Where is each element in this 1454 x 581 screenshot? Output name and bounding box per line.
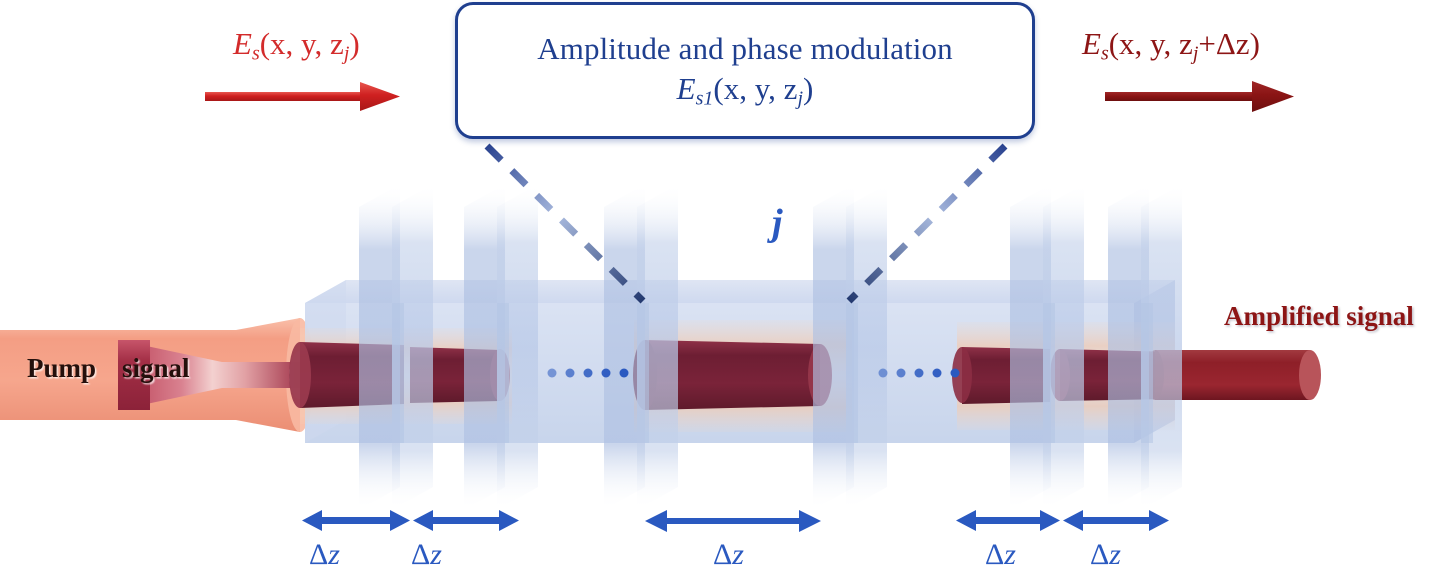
output-label-plus-dz: +Δz [1198, 26, 1250, 61]
dz-label-5-delta: Δ [1090, 538, 1110, 571]
core-segment-j [645, 340, 820, 410]
slicing-plane-5 [1010, 184, 1084, 510]
dz-arrow-2 [413, 510, 519, 531]
dashed-connector-left [484, 143, 646, 304]
dz-arrows [302, 510, 1169, 532]
input-field-label: Es(x, y, zj) [233, 28, 360, 64]
mod-formula-subscript: s1 [695, 87, 714, 110]
slicing-plane-2 [464, 184, 538, 510]
input-label-args: (x, y, z [259, 26, 344, 61]
signal-label: signal [122, 353, 190, 383]
dashed-connector-right [846, 143, 1008, 304]
dz-arrow-3 [645, 510, 821, 532]
ellipsis-right [878, 368, 960, 378]
input-label-arg-sub: j [343, 42, 350, 65]
slicing-plane-j-left [604, 184, 678, 510]
dz-label-3: Δz [713, 540, 744, 570]
mod-formula-arg-sub: j [797, 87, 804, 110]
modulation-box: Amplitude and phase modulation Es1(x, y,… [455, 2, 1035, 139]
output-field-label: Es(x, y, zj+Δz) [1082, 28, 1260, 64]
dz-arrow-1 [302, 510, 410, 531]
input-label-subscript: s [251, 42, 260, 65]
dz-label-4-var: z [1004, 538, 1016, 571]
dz-label-4: Δz [985, 540, 1016, 570]
modulation-box-title: Amplitude and phase modulation [537, 30, 953, 66]
dz-label-1-var: z [328, 538, 340, 571]
dz-arrow-5 [1063, 510, 1169, 531]
core-cap-1 [289, 342, 311, 408]
dz-label-3-var: z [732, 538, 744, 571]
dz-label-4-delta: Δ [985, 538, 1005, 571]
pump-label: Pump [27, 353, 97, 383]
dz-label-3-delta: Δ [713, 538, 733, 571]
output-label-subscript: s [1100, 42, 1109, 65]
modulation-box-formula: Es1(x, y, zj) [677, 71, 814, 111]
ellipsis-left [547, 368, 629, 378]
output-label-args: (x, y, z [1108, 26, 1193, 61]
input-label-args-close: ) [349, 26, 360, 61]
signal-beam-entry [118, 340, 150, 410]
dz-label-5: Δz [1090, 540, 1121, 570]
amplified-beam-cap [1299, 350, 1321, 400]
amplified-signal-label: Amplified signal [1224, 301, 1414, 331]
dz-label-5-var: z [1109, 538, 1121, 571]
input-arrow [205, 82, 400, 111]
input-label-symbol: E [233, 26, 252, 61]
slice-index-label: j [772, 202, 783, 244]
slicing-plane-6 [1108, 184, 1182, 510]
dz-label-2: Δz [411, 540, 442, 570]
input-beam-group [0, 318, 314, 432]
amplified-beam [1155, 350, 1310, 400]
dz-label-1: Δz [309, 540, 340, 570]
dz-label-2-var: z [430, 538, 442, 571]
core-cap-n1 [952, 347, 972, 403]
slicing-planes [359, 184, 1182, 510]
output-label-args-close: ) [1249, 26, 1260, 61]
slicing-plane-j-right [813, 184, 887, 510]
dashed-connectors [484, 143, 1008, 304]
output-arrow [1105, 81, 1294, 112]
mod-formula-args-close: ) [803, 70, 814, 106]
output-label-arg-sub: j [1192, 42, 1199, 65]
output-label-symbol: E [1082, 26, 1101, 61]
dz-arrow-4 [956, 510, 1060, 531]
mod-formula-args: (x, y, z [713, 70, 798, 106]
dz-label-2-delta: Δ [411, 538, 431, 571]
dz-label-1-delta: Δ [309, 538, 329, 571]
slicing-plane-1 [359, 184, 433, 510]
signal-waist [118, 340, 300, 410]
mod-formula-symbol: E [676, 70, 696, 106]
